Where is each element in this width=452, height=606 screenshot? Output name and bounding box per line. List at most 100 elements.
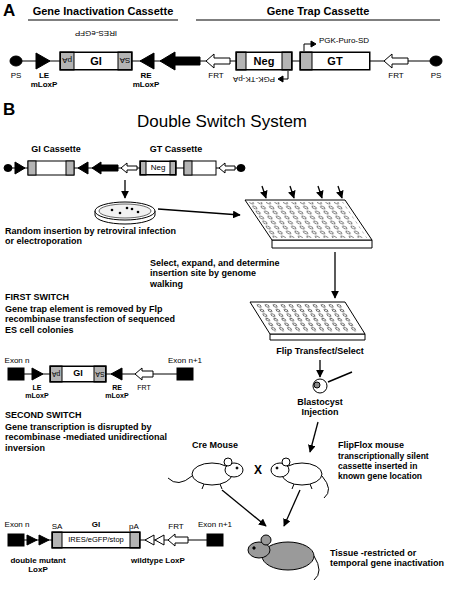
annotation-label: Gene Inactivation Cassette xyxy=(33,5,174,18)
construct-a xyxy=(300,52,312,70)
annotation-label: GI Cassette xyxy=(31,144,81,154)
annotation-label: Exon n+1 xyxy=(198,520,232,529)
construct-second-switch xyxy=(130,532,140,548)
construct-mini xyxy=(219,163,235,173)
construct-a xyxy=(60,52,74,70)
construct-a xyxy=(384,54,408,68)
well-plate xyxy=(270,334,365,340)
blastocyst xyxy=(328,372,352,382)
cassette-box: GIIRES/eGFP/stop xyxy=(52,532,140,548)
box-text: Neg xyxy=(151,164,166,173)
annotation-label: IRES-eGFP xyxy=(75,29,117,38)
construct-first-switch xyxy=(50,366,62,382)
annotation-label: Gene trap element is removed by Flp reco… xyxy=(5,304,180,335)
flow-arrow xyxy=(262,186,266,198)
box-body: Neg xyxy=(151,164,166,173)
flow-arrow xyxy=(338,186,342,198)
box-text: GT xyxy=(327,55,342,67)
construct-mini xyxy=(66,161,74,175)
box-body: GT xyxy=(327,55,342,67)
construct-a xyxy=(236,52,246,70)
annotation-label: SECOND SWITCH xyxy=(5,410,82,420)
cassette-box: GI xyxy=(60,52,132,70)
well-plate xyxy=(245,200,372,240)
mouse xyxy=(276,467,278,469)
construct-a xyxy=(304,44,311,51)
petri-dish xyxy=(111,209,114,212)
annotation-label: FRT xyxy=(168,522,183,531)
construct-mini xyxy=(92,162,118,174)
annotation-label: wildtype LoxP xyxy=(128,556,188,565)
construct-first-switch xyxy=(50,366,106,382)
annotation-label: transcriptionally silent cassette insert… xyxy=(338,452,446,481)
flow-arrow xyxy=(158,209,240,215)
construct-a xyxy=(140,53,154,69)
annotation-label: Cre Mouse xyxy=(192,440,238,450)
construct-a xyxy=(283,71,288,79)
box-text: Neg xyxy=(254,55,275,67)
annotation-label: pA xyxy=(62,56,72,65)
mouse xyxy=(314,556,319,580)
flow-arrow xyxy=(284,490,300,526)
petri-dish xyxy=(99,204,151,218)
construct-second-switch xyxy=(155,535,164,545)
box-body: Neg xyxy=(254,55,275,67)
well-plate xyxy=(254,304,361,332)
construct-a xyxy=(311,41,316,47)
construct-a xyxy=(60,52,132,70)
construct-a xyxy=(430,56,442,66)
annotation-label: Gene Trap Cassette xyxy=(267,5,370,18)
construct-first-switch xyxy=(135,368,153,380)
petri-dish xyxy=(137,211,140,214)
construct-mini xyxy=(140,161,176,175)
annotation-label: FRT xyxy=(137,384,150,392)
annotation-label: PGK-Puro-SD xyxy=(319,36,369,45)
construct-second-switch xyxy=(8,534,24,546)
box-body: IRES/eGFP/stop xyxy=(68,536,123,544)
annotation-label: B xyxy=(3,100,15,120)
petri-dish xyxy=(95,202,155,220)
petri-dish xyxy=(95,202,155,224)
annotation-label: FRT xyxy=(208,71,223,80)
flow-arrow xyxy=(318,186,322,198)
well-plate xyxy=(272,240,372,248)
construct-mini xyxy=(184,161,192,175)
construct-a xyxy=(278,76,283,82)
annotation-label: FRT xyxy=(388,71,403,80)
construct-first-switch xyxy=(32,368,43,380)
flow-arrow xyxy=(334,252,335,298)
box-body: GI xyxy=(73,369,83,379)
box-text: GI xyxy=(73,369,83,379)
mouse xyxy=(236,467,238,469)
mouse xyxy=(282,458,290,466)
annotation-label: Double Switch System xyxy=(137,112,307,132)
construct-a xyxy=(10,41,442,82)
construct-a xyxy=(300,52,370,70)
cassette-box: Neg xyxy=(140,161,176,175)
flow-arrow xyxy=(290,186,294,198)
construct-first-switch xyxy=(177,368,193,380)
blastocyst xyxy=(314,382,320,388)
construct-a xyxy=(160,52,200,70)
annotation-label: Flip Transfect/Select xyxy=(276,346,364,356)
box-text: GI xyxy=(90,55,102,67)
construct-first-switch xyxy=(8,368,24,380)
construct-second-switch xyxy=(145,535,154,545)
construct-mini xyxy=(28,161,74,175)
construct-a xyxy=(36,53,50,69)
construct-a xyxy=(118,52,132,70)
cassette-header-line xyxy=(28,19,440,20)
cassette-box: GT xyxy=(300,52,370,70)
annotation-label: double mutant LoxP xyxy=(8,556,68,574)
annotation-label: Exon n xyxy=(5,520,30,529)
construct-a xyxy=(10,56,22,66)
annotation-label: PS xyxy=(431,71,442,80)
mouse xyxy=(261,535,271,545)
annotation-label: SA xyxy=(120,56,131,65)
construct-first-switch xyxy=(111,368,122,380)
mouse xyxy=(310,484,312,489)
flow-arrow xyxy=(319,360,320,377)
blastocyst xyxy=(313,372,352,393)
